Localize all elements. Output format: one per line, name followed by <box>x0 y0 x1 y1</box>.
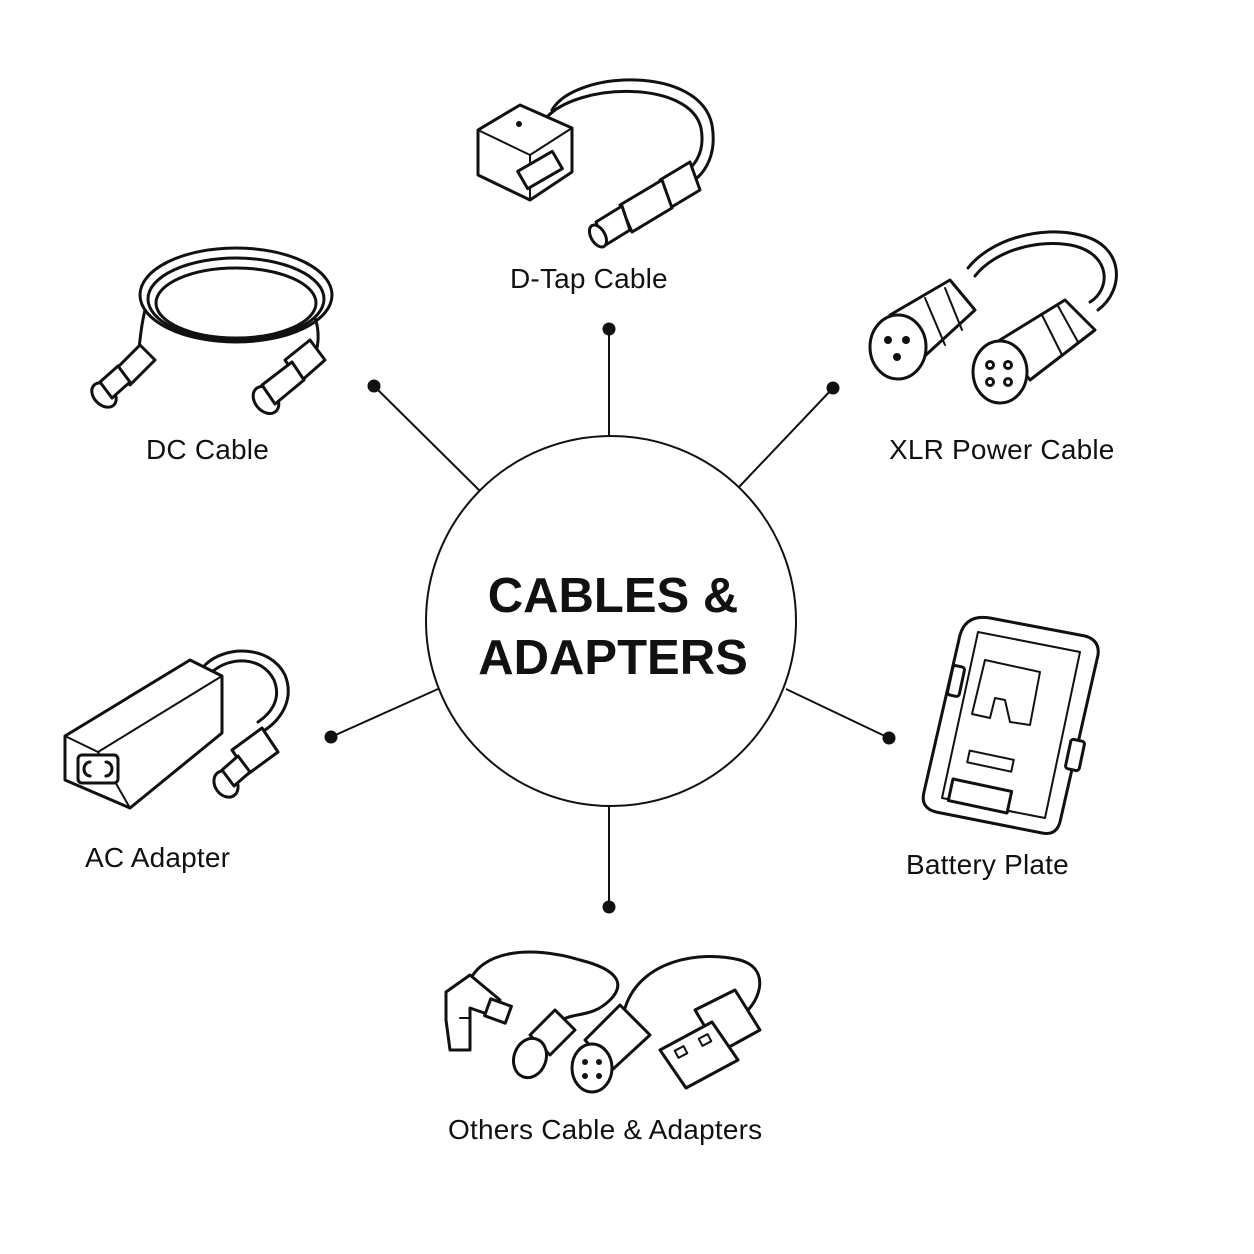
connector-dc <box>367 379 481 492</box>
others-cables-adapters-icon <box>444 950 762 1094</box>
ac-adapter-icon <box>63 649 290 810</box>
dc-cable-label: DC Cable <box>146 434 269 465</box>
center-title-line-1: CABLES & <box>487 569 739 623</box>
center-title-line-2: ADAPTERS <box>478 631 748 685</box>
dc-cable-icon <box>90 246 334 415</box>
battery-plate-label: Battery Plate <box>906 849 1069 880</box>
center-circle <box>425 435 797 807</box>
others-cables-adapters-label: Others Cable & Adapters <box>448 1114 763 1145</box>
xlr-power-cable-icon <box>868 230 1118 405</box>
xlr-power-cable-label: XLR Power Cable <box>889 434 1115 465</box>
connector-battery-plate <box>785 688 896 745</box>
d-tap-cable-label: D-Tap Cable <box>510 263 668 294</box>
ac-adapter-label: AC Adapter <box>85 842 231 873</box>
connector-others <box>602 806 616 914</box>
battery-plate-icon <box>921 615 1100 835</box>
center-title: CABLES & ADAPTERS <box>428 565 798 689</box>
connector-xlr <box>738 381 840 488</box>
connector-ac-adapter <box>324 688 439 744</box>
connector-d-tap <box>602 322 616 436</box>
d-tap-cable-icon <box>476 78 715 249</box>
